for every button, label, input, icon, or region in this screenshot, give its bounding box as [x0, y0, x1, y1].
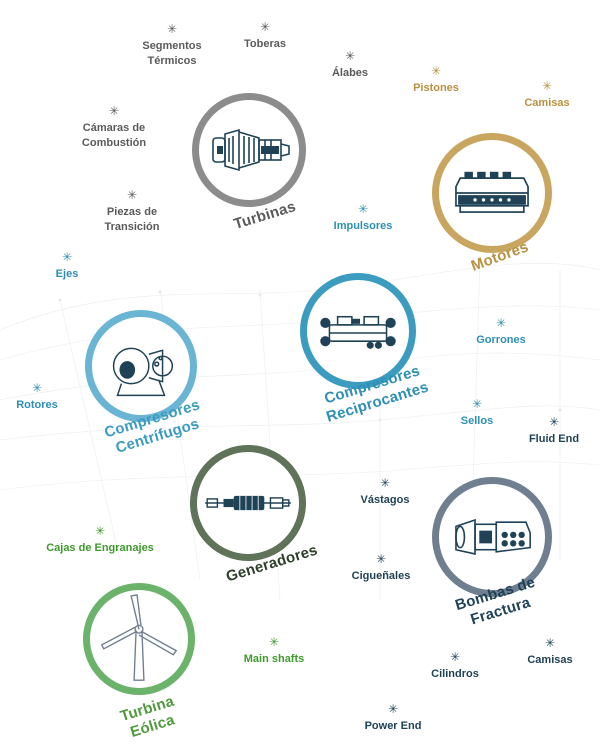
asterisk-icon: ✳ [541, 79, 553, 93]
asterisk-icon: ✳ [259, 20, 271, 34]
label-text: Sellos [460, 415, 494, 427]
asterisk-icon: ✳ [495, 316, 507, 330]
label-cajas-engranajes: ✳ Cajas de Engranajes [46, 524, 154, 556]
label-ejes: ✳ Ejes [56, 250, 79, 282]
centrifugal-compressor-icon [112, 347, 174, 397]
asterisk-icon: ✳ [375, 552, 387, 566]
label-text: Cigueñales [351, 570, 411, 582]
label-alabes: ✳ Álabes [332, 49, 368, 81]
label-vastagos: ✳ Vástagos [361, 476, 410, 508]
asterisk-icon: ✳ [357, 202, 369, 216]
turbina-eolica-circle[interactable] [83, 583, 195, 695]
label-camisas-motor: ✳ Camisas [524, 79, 569, 111]
label-main-shafts: ✳ Main shafts [244, 635, 305, 667]
label-text: Cajas de Engranajes [46, 542, 154, 554]
generadores-circle[interactable] [190, 445, 306, 561]
asterisk-icon: ✳ [31, 381, 43, 395]
asterisk-icon: ✳ [166, 22, 178, 36]
asterisk-icon: ✳ [61, 250, 73, 264]
label-text: Cilindros [431, 668, 479, 680]
asterisk-icon: ✳ [94, 524, 106, 538]
label-text: Power End [364, 720, 422, 732]
label-text: Segmentos Térmicos [142, 40, 202, 67]
asterisk-icon: ✳ [344, 49, 356, 63]
label-text: Pistones [413, 82, 459, 94]
label-text: Camisas [527, 654, 573, 666]
label-piezas-transicion: ✳ Piezas de Transición [104, 188, 159, 235]
frac-pump-icon [455, 518, 531, 555]
asterisk-icon: ✳ [268, 635, 280, 649]
label-camisas-bomba: ✳ Camisas [527, 636, 572, 668]
compresores-centrifugos-circle[interactable] [85, 310, 197, 422]
label-cilindros: ✳ Cilindros [431, 650, 479, 682]
label-camaras-combustion: ✳ Cámaras de Combustión [82, 104, 146, 151]
label-text: Gorrones [476, 334, 526, 346]
label-text: Álabes [331, 67, 369, 79]
turbine-engine-icon [212, 128, 290, 172]
label-text: Impulsores [333, 220, 393, 232]
asterisk-icon: ✳ [449, 650, 461, 664]
wind-turbine-icon [100, 594, 178, 681]
engine-block-icon [455, 171, 529, 213]
label-power-end: ✳ Power End [365, 702, 422, 734]
turbinas-circle[interactable] [192, 93, 306, 207]
asterisk-icon: ✳ [548, 415, 560, 429]
asterisk-icon: ✳ [471, 397, 483, 411]
label-text: Toberas [244, 38, 286, 50]
label-text: Vástagos [360, 494, 410, 506]
label-gorrones: ✳ Gorrones [476, 316, 526, 348]
label-text: Piezas de Transición [104, 206, 160, 233]
label-text: Rotores [16, 399, 58, 411]
label-impulsores: ✳ Impulsores [334, 202, 393, 234]
label-text: Fluid End [528, 433, 580, 445]
asterisk-icon: ✳ [544, 636, 556, 650]
generator-shaft-icon [205, 495, 291, 511]
label-toberas: ✳ Toberas [244, 20, 286, 52]
label-sellos: ✳ Sellos [461, 397, 493, 429]
label-text: Cámaras de Combustión [81, 122, 147, 149]
label-rotores: ✳ Rotores [16, 381, 58, 413]
label-text: Main shafts [243, 653, 305, 665]
label-fluid-end: ✳ Fluid End [529, 415, 579, 447]
label-pistones: ✳ Pistones [413, 64, 459, 96]
asterisk-icon: ✳ [387, 702, 399, 716]
reciprocating-compressor-icon [320, 315, 396, 349]
label-text: Camisas [524, 97, 570, 109]
label-ciguenales: ✳ Cigueñales [352, 552, 411, 584]
motores-circle[interactable] [432, 133, 552, 253]
label-segmentos-termicos: ✳ Segmentos Térmicos [142, 22, 201, 69]
bombas-fractura-circle[interactable] [432, 477, 552, 597]
asterisk-icon: ✳ [108, 104, 120, 118]
asterisk-icon: ✳ [430, 64, 442, 78]
label-text: Ejes [55, 268, 79, 280]
compresores-reciprocantes-circle[interactable] [300, 273, 416, 389]
asterisk-icon: ✳ [126, 188, 138, 202]
asterisk-icon: ✳ [379, 476, 391, 490]
